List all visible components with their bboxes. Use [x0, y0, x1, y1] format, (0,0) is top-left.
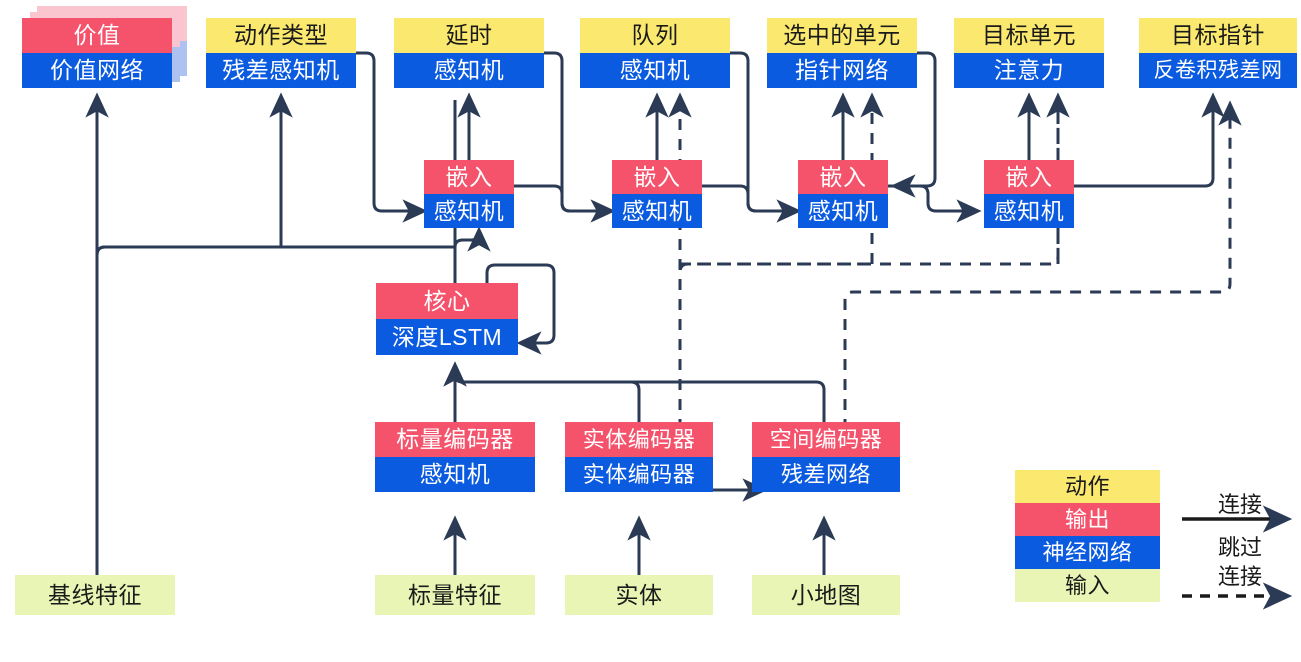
node-embed-1-bottom: 感知机 [424, 194, 514, 228]
node-embed-4-bottom: 感知机 [984, 194, 1074, 228]
node-delay-top: 延时 [394, 18, 544, 53]
node-scalar-encoder[interactable]: 标量编码器 感知机 [375, 422, 535, 492]
edge-core-to-embed1 [453, 226, 491, 252]
node-input-entities[interactable]: 实体 [565, 575, 713, 615]
node-target-unit-bottom: 注意力 [954, 53, 1104, 88]
node-scalar-encoder-top: 标量编码器 [375, 422, 535, 457]
node-input-baseline-features[interactable]: 基线特征 [15, 575, 175, 615]
node-scalar-encoder-bottom: 感知机 [375, 457, 535, 492]
node-embed-4-top: 嵌入 [984, 160, 1074, 194]
legend-swatch-action: 动作 [1015, 470, 1160, 503]
node-core[interactable]: 核心 深度LSTM [376, 283, 518, 355]
node-embed-1[interactable]: 嵌入 感知机 [424, 160, 514, 228]
node-embed-2[interactable]: 嵌入 感知机 [612, 160, 702, 228]
edge-core-recurrent [485, 263, 556, 355]
node-delay-bottom: 感知机 [394, 53, 544, 88]
node-action-type-bottom: 残差感知机 [206, 53, 356, 88]
node-embed-3-bottom: 感知机 [798, 194, 888, 228]
input-entities-label: 实体 [565, 575, 713, 615]
skip-spatial-to-targetpointer [843, 100, 1242, 470]
node-entity-encoder[interactable]: 实体编码器 实体编码器 [565, 422, 713, 492]
legend-connect-label: 连接 [1217, 492, 1262, 517]
input-minimap-label: 小地图 [752, 575, 900, 615]
node-target-pointer-top: 目标指针 [1139, 18, 1297, 53]
node-target-pointer-bottom: 反卷积残差网 [1139, 53, 1297, 88]
node-selected-units-top: 选中的单元 [767, 18, 917, 53]
node-queue-top: 队列 [580, 18, 730, 53]
input-scalar-features-label: 标量特征 [375, 575, 535, 615]
edge-embed2-to-embed3 [702, 184, 798, 213]
edge-embed4-to-targetpointer [1074, 92, 1225, 188]
input-baseline-features-label: 基线特征 [15, 575, 175, 615]
node-target-unit-top: 目标单元 [954, 18, 1104, 53]
node-spatial-encoder-bottom: 残差网络 [752, 457, 900, 492]
node-core-top: 核心 [376, 283, 518, 319]
legend-skip-label-line1: 跳过 [1217, 535, 1262, 560]
node-input-scalar-features[interactable]: 标量特征 [375, 575, 535, 615]
node-entity-encoder-bottom: 实体编码器 [565, 457, 713, 492]
node-value-top: 价值 [22, 18, 172, 53]
node-embed-2-top: 嵌入 [612, 160, 702, 194]
edge-core-bus-left [95, 245, 455, 256]
node-embed-1-top: 嵌入 [424, 160, 514, 194]
node-embed-3-top: 嵌入 [798, 160, 888, 194]
legend-swatch-nn: 神经网络 [1015, 536, 1160, 569]
node-core-bottom: 深度LSTM [376, 319, 518, 355]
legend-swatch-output: 输出 [1015, 503, 1160, 536]
node-action-type[interactable]: 动作类型 残差感知机 [206, 18, 356, 88]
node-target-pointer[interactable]: 目标指针 反卷积残差网 [1139, 18, 1297, 88]
legend-skip-label-line2: 连接 [1217, 564, 1262, 589]
node-value[interactable]: 价值 价值网络 [22, 18, 172, 88]
node-spatial-encoder-top: 空间编码器 [752, 422, 900, 457]
node-target-unit[interactable]: 目标单元 注意力 [954, 18, 1104, 88]
node-delay[interactable]: 延时 感知机 [394, 18, 544, 88]
edge-embed3-to-embed4 [888, 184, 982, 223]
node-embed-2-bottom: 感知机 [612, 194, 702, 228]
node-input-minimap[interactable]: 小地图 [752, 575, 900, 615]
legend-swatches: 动作 输出 神经网络 输入 [1015, 470, 1160, 602]
legend-swatch-input: 输入 [1015, 569, 1160, 602]
node-selected-units[interactable]: 选中的单元 指针网络 [767, 18, 917, 88]
edge-actiontype-to-embed1 [356, 51, 428, 223]
node-queue[interactable]: 队列 感知机 [580, 18, 730, 88]
node-entity-encoder-top: 实体编码器 [565, 422, 713, 457]
node-action-type-top: 动作类型 [206, 18, 356, 53]
edge-selectedunits-to-embed4 [890, 51, 937, 198]
node-value-bottom: 价值网络 [22, 53, 172, 88]
node-queue-bottom: 感知机 [580, 53, 730, 88]
node-selected-units-bottom: 指针网络 [767, 53, 917, 88]
node-embed-4[interactable]: 嵌入 感知机 [984, 160, 1074, 228]
node-embed-3[interactable]: 嵌入 感知机 [798, 160, 888, 228]
node-spatial-encoder[interactable]: 空间编码器 残差网络 [752, 422, 900, 492]
edge-embed1-to-embed2 [514, 184, 612, 213]
